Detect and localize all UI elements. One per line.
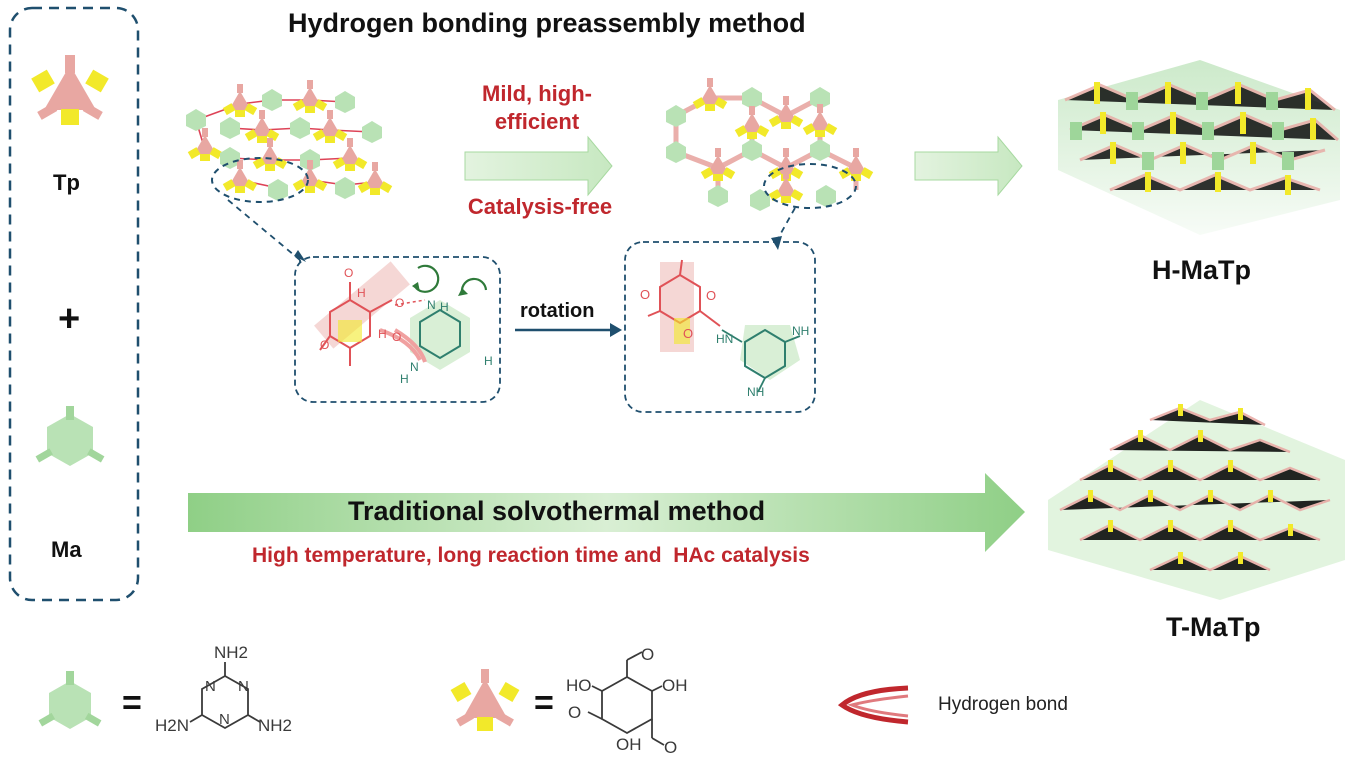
legend-ma-structure (189, 662, 261, 730)
legend-tp-structure (587, 651, 665, 746)
tp-monomer-icon (31, 55, 109, 125)
legend-hbond-icon (837, 685, 909, 725)
legend-tp-icon (450, 669, 520, 731)
inset2-o-bottom: O (683, 326, 694, 341)
condition-mild-line2: efficient (494, 109, 580, 134)
cof-network (666, 78, 874, 211)
inset1-h-top-right: H (440, 300, 449, 314)
traditional-subtitle: High temperature, long reaction time and… (252, 544, 810, 567)
legend-ma-n-2: N (205, 678, 216, 695)
t-matp-structure (1048, 400, 1345, 600)
h-matp-label: H-MaTp (1152, 255, 1251, 285)
legend-ma-n-3: N (219, 711, 230, 728)
preassembled-zoom-ring (211, 157, 309, 203)
inset1-o-top: O (344, 266, 354, 280)
legend-tp-oh-right: OH (662, 676, 688, 695)
legend-ma-n-1: N (238, 678, 249, 695)
inset1-n-top: N (427, 298, 436, 312)
legend-tp-oh-bottom: OH (616, 735, 642, 754)
process-arrow-2 (914, 135, 1023, 197)
rotation-label: rotation (520, 300, 595, 322)
legend-tp-o-right: O (664, 738, 678, 757)
inset2-o-right: O (706, 288, 717, 303)
traditional-arrow (188, 473, 1025, 552)
t-matp-label: T-MaTp (1166, 612, 1261, 642)
legend-ma-icon (38, 671, 102, 729)
inset-hbond-box (294, 256, 501, 403)
plus-sign: + (58, 298, 81, 340)
inset1-o-right: O (395, 296, 405, 310)
ma-monomer-icon (35, 406, 105, 466)
inset1-h-bottom: H (400, 372, 409, 386)
process-arrow-1 (464, 135, 613, 197)
cof-zoom-ring (763, 163, 857, 209)
ma-label: Ma (51, 537, 82, 562)
inset2-hn: HN (716, 332, 734, 346)
traditional-title: Traditional solvothermal method (348, 496, 766, 526)
monomer-panel-border (8, 6, 140, 602)
inset1-h-mid: H (378, 327, 387, 341)
inset2-nh-bottom: NH (747, 385, 765, 399)
legend-tp-equals: = (534, 684, 554, 722)
inset1-h-right: H (484, 354, 493, 368)
inset1-o-left: O (320, 338, 330, 352)
diagram-title: Hydrogen bonding preassembly method (288, 8, 806, 38)
h-matp-structure (1058, 60, 1340, 235)
legend-tp-o-left: O (568, 703, 582, 722)
legend-hbond-label: Hydrogen bond (938, 694, 1068, 715)
inset-rotated-box (624, 241, 816, 413)
condition-mild-line1: Mild, high- (482, 81, 592, 106)
condition-catalysis-free: Catalysis-free (467, 194, 613, 219)
legend-tp-o-top: O (641, 645, 655, 664)
legend-ma-nh2-top: NH2 (214, 643, 249, 662)
inset1-n-bottom: N (410, 360, 419, 374)
condition-mild: Mild, high- efficient (462, 80, 612, 136)
inset2-o-left: O (640, 287, 651, 302)
tp-label: Tp (53, 170, 80, 195)
inset1-o-mid: O (392, 330, 402, 344)
zoom-line-left-1 (227, 199, 301, 261)
legend-ma-nh2-right: NH2 (258, 716, 293, 735)
inset-rotated-structure (647, 259, 801, 393)
legend-tp-ho: HO (566, 676, 592, 695)
inset1-h-top: H (357, 286, 366, 300)
legend-ma-h2n-left: H2N (155, 716, 190, 735)
inset2-nh-right: NH (792, 324, 810, 338)
inset-hbond-structure (314, 261, 488, 370)
legend-ma-equals: = (122, 684, 142, 722)
preassembled-network (186, 80, 393, 201)
